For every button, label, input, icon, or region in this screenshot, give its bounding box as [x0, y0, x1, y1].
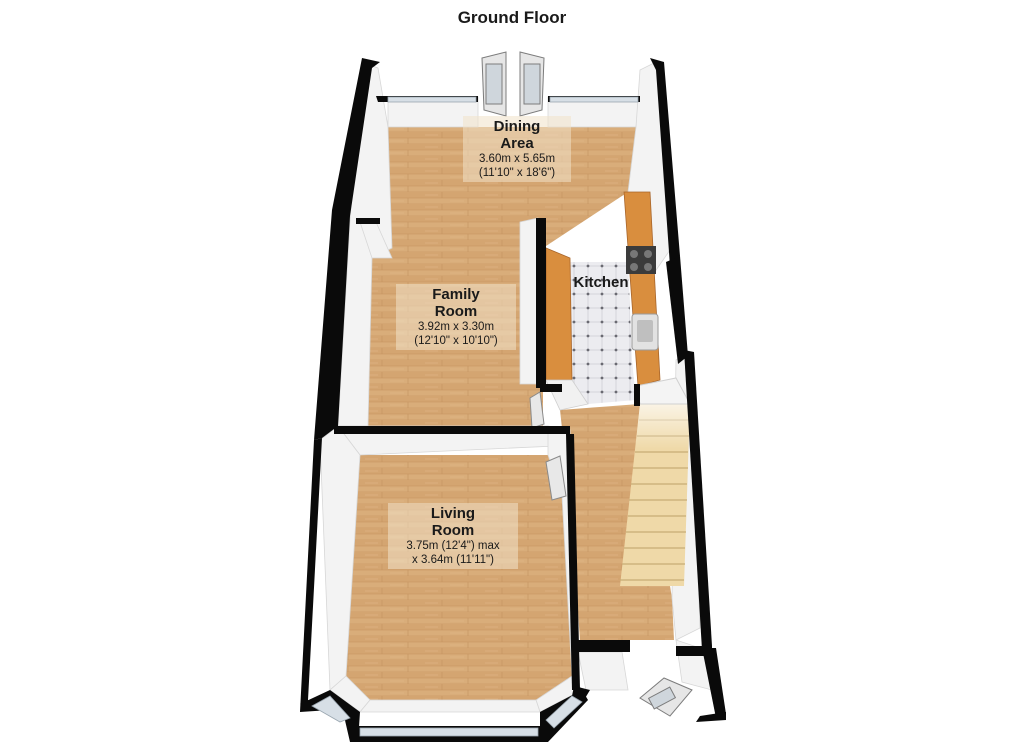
front-door — [639, 677, 693, 717]
windows — [311, 96, 639, 737]
living-room-dim-2: x 3.64m (11'11") — [412, 554, 494, 566]
family-room-title-2: Room — [434, 303, 478, 320]
family-room-dim-metric: 3.92m x 3.30m — [417, 321, 495, 333]
internal-door-living — [545, 455, 567, 501]
french-doors — [481, 51, 545, 117]
dining-area-label: Dining Area 3.60m x 5.65m (11'10" x 18'6… — [463, 116, 571, 182]
kitchen-worktop-right — [623, 191, 661, 387]
hob-icon — [626, 246, 656, 274]
living-room-title-1: Living — [430, 505, 476, 522]
wall-faces — [319, 61, 713, 713]
family-room-dim-imperial: (12'10" x 10'10") — [414, 335, 498, 347]
family-room-label: Family Room 3.92m x 3.30m (12'10" x 10'1… — [396, 284, 516, 350]
kitchen-title: Kitchen — [573, 274, 629, 291]
dining-area-title-2: Area — [500, 135, 534, 152]
dining-area-title-1: Dining — [493, 118, 541, 135]
kitchen-worktop-left — [545, 247, 589, 411]
bay-window-floor — [346, 676, 572, 700]
living-room-title-2: Room — [431, 522, 475, 539]
dining-area-floor — [388, 127, 636, 248]
living-room-dim-1: 3.75m (12'4") max — [406, 540, 500, 552]
living-room-label: Living Room 3.75m (12'4") max x 3.64m (1… — [388, 503, 518, 569]
internal-door-family — [529, 391, 545, 429]
family-room-title-1: Family — [432, 286, 480, 303]
kitchen-floor — [570, 262, 636, 404]
dining-area-dim-imperial: (11'10" x 18'6") — [478, 167, 556, 179]
kitchen-label: Kitchen — [566, 274, 636, 291]
staircase — [620, 377, 691, 586]
page-title: Ground Floor — [457, 8, 567, 27]
dining-area-dim-metric: 3.60m x 5.65m — [478, 153, 556, 165]
